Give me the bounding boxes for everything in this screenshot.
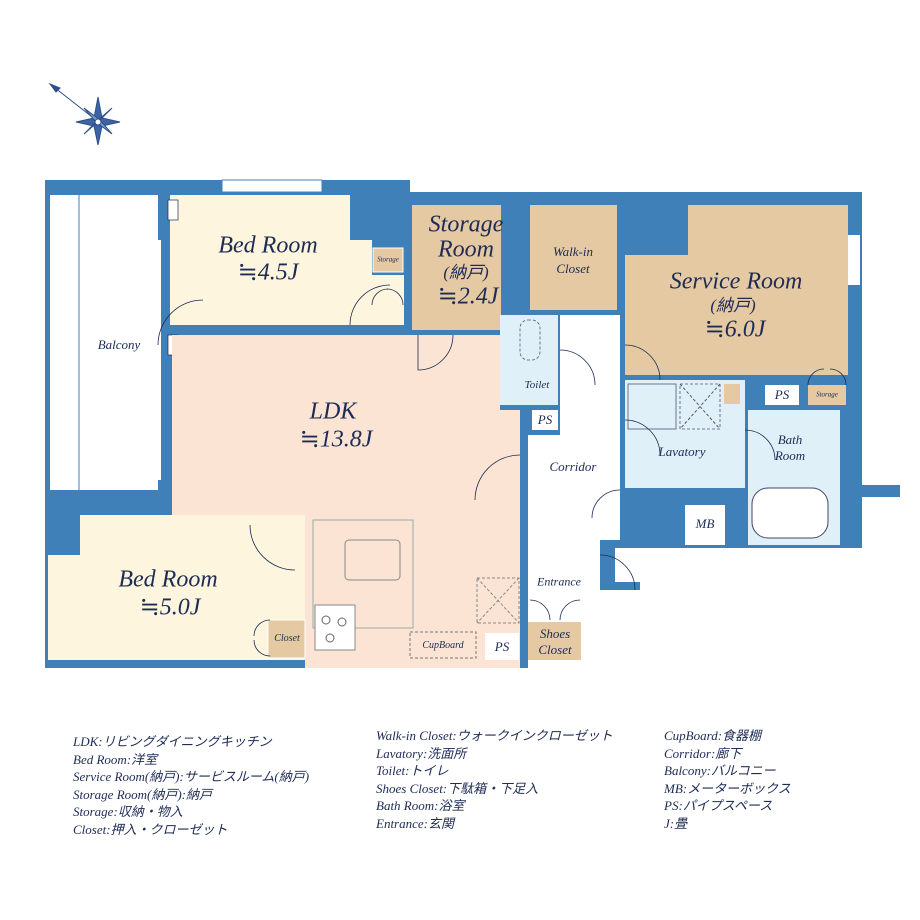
legend-item: Entrance:玄関 [376, 815, 454, 831]
ps-label-3: PS [494, 639, 510, 655]
bed-room-2-name: Bed Room [118, 566, 218, 593]
ps-label-2: PS [774, 387, 790, 403]
balcony-label: Balcony [97, 337, 141, 353]
bed-room-1-size: ≒4.5J [237, 259, 299, 286]
legend-item: Shoes Closet:下駄箱・下足入 [376, 780, 539, 796]
cupboard-label: CupBoard [422, 639, 464, 651]
balcony [50, 195, 158, 490]
cupboard [409, 631, 477, 659]
ps-bath [765, 385, 799, 405]
ldk [172, 335, 520, 668]
storage-small-1 [372, 247, 404, 273]
ps-toilet [532, 410, 558, 430]
legend-item: PS:パイプスペース [664, 798, 773, 813]
legend-item: J:畳 [664, 815, 688, 831]
ldk-size: ≒13.8J [299, 426, 373, 453]
storage-room-sub: (納戸) [443, 263, 489, 283]
bed-room-4-5 [170, 195, 372, 325]
legend-item: Bath Room:浴室 [376, 798, 465, 813]
legend-column-3: CupBoard:食器棚 Corridor:廊下 Balcony:バルコニー M… [664, 727, 791, 832]
legend-column-1: LDK:リビングダイニングキッチン Bed Room:洋室 Service Ro… [73, 733, 309, 838]
walk-in-closet-name2: Closet [556, 261, 590, 277]
legend-column-2: Walk-in Closet:ウォークインクローゼット Lavatory:洗面所… [376, 727, 613, 832]
bath-room-name2: Room [774, 448, 806, 464]
legend-item: MB:メーターボックス [664, 780, 791, 796]
bed-room-2-size: ≒5.0J [139, 594, 201, 621]
shoes-closet-name2: Closet [538, 642, 572, 658]
legend-item: CupBoard:食器棚 [664, 728, 762, 743]
service-room-name: Service Room [669, 268, 803, 295]
shoes-closet [528, 622, 581, 660]
legend-item: Storage Room(納戸):納戸 [73, 786, 213, 802]
toilet-label: Toilet [524, 379, 550, 392]
legend-item: Closet:押入・クローゼット [73, 821, 228, 837]
ps-label-1: PS [537, 412, 553, 428]
entrance-label: Entrance [537, 574, 581, 589]
storage-room-name2: Room [438, 236, 494, 263]
storage-room-name1: Storage [428, 211, 504, 238]
compass-rose-icon [48, 82, 121, 146]
service-room [625, 205, 848, 375]
bath-room-name1: Bath [777, 432, 803, 448]
entrance [528, 545, 588, 620]
lavatory-label: Lavatory [658, 444, 706, 460]
legend-item: LDK:リビングダイニングキッチン [73, 734, 272, 749]
service-room-sub: (納戸) [710, 296, 756, 316]
corridor-label: Corridor [549, 459, 597, 475]
mb [685, 505, 725, 545]
mb-label: MB [695, 516, 715, 532]
bed-room-1-name: Bed Room [218, 232, 318, 259]
legend-item: Bed Room:洋室 [73, 751, 158, 767]
closet [267, 619, 306, 659]
closet-label: Closet [274, 632, 300, 644]
walk-in-closet-name1: Walk-in [553, 244, 593, 260]
storage-room [412, 205, 501, 330]
ps-entrance [485, 633, 519, 660]
service-room-size: ≒6.0J [704, 316, 766, 343]
legend-item: Balcony:バルコニー [664, 763, 776, 778]
bed-room-5-0 [48, 515, 305, 660]
shoes-closet-name1: Shoes [539, 626, 571, 642]
legend-item: Service Room(納戸):サービスルーム(納戸) [73, 769, 310, 784]
storage-label-2: Storage [816, 390, 838, 399]
storage-room-size: ≒2.4J [437, 283, 499, 310]
legend-item: Toilet:トイレ [376, 763, 449, 778]
legend-item: Corridor:廊下 [664, 745, 742, 761]
storage-label-1: Storage [377, 255, 399, 264]
legend-item: Walk-in Closet:ウォークインクローゼット [376, 728, 613, 743]
legend-item: Lavatory:洗面所 [376, 745, 467, 761]
storage-small-2 [808, 385, 846, 405]
legend-item: Storage:収納・物入 [73, 804, 183, 819]
ldk-name: LDK [309, 398, 357, 425]
walk-in-closet [530, 205, 617, 310]
